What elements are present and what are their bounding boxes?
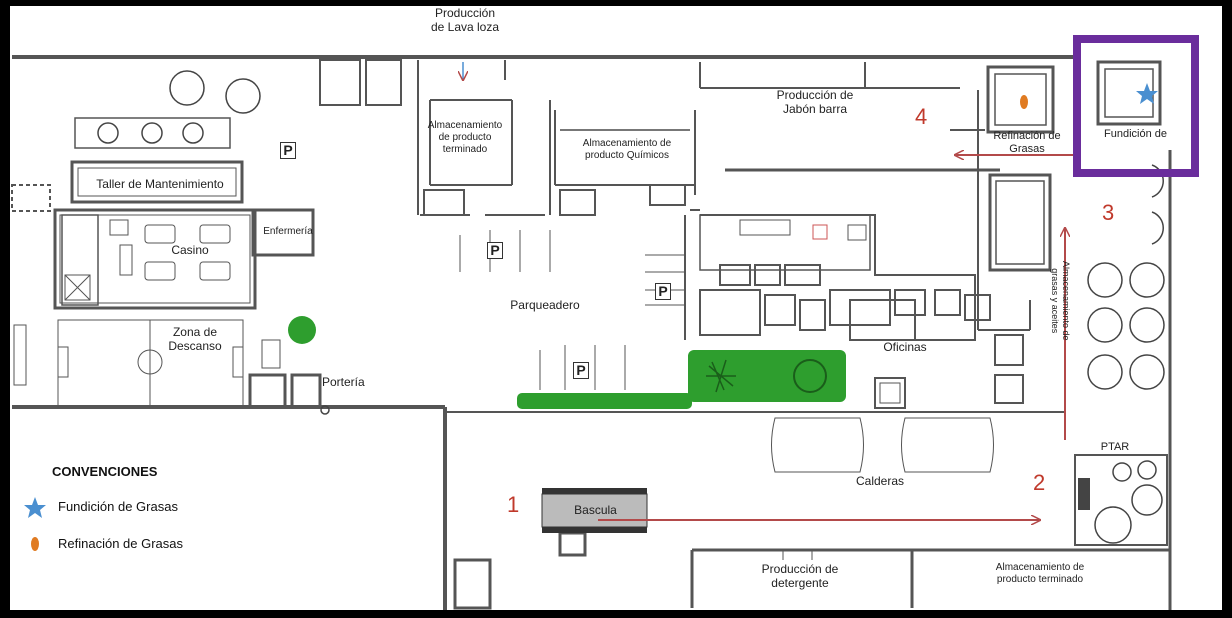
- legend-star-icon: [24, 497, 46, 518]
- legend-title: CONVENCIONES: [52, 464, 158, 479]
- parking-sign: P: [573, 362, 589, 379]
- parking-sign: P: [280, 142, 296, 159]
- parking-sign: P: [655, 283, 671, 300]
- label-detergente: Producción de detergente: [761, 562, 839, 591]
- label-porteria: Portería: [322, 375, 365, 389]
- fundicion-star-icon: [1136, 83, 1158, 104]
- label-almacenamiento-terminado: Almacenamiento de producto terminado: [427, 120, 503, 155]
- step-number-4: 4: [915, 104, 928, 129]
- label-refinacion: Refinación de Grasas: [993, 130, 1061, 156]
- legend-item-refinacion: Refinación de Grasas: [58, 536, 184, 551]
- step-number-1: 1: [507, 492, 520, 517]
- label-almacenamiento-terminado-bottom: Almacenamiento de producto terminado: [995, 562, 1085, 585]
- tanks: [97, 70, 1165, 544]
- label-enfermeria: Enfermería: [263, 226, 313, 237]
- label-bascula: Bascula: [574, 503, 617, 517]
- step-number-2: 2: [1033, 470, 1046, 495]
- label-ptar: PTAR: [1100, 441, 1130, 453]
- flow-arrows: [598, 155, 1073, 520]
- label-casino: Casino: [171, 243, 209, 257]
- refinacion-oval-icon: [1020, 95, 1028, 109]
- walls: [11, 55, 1172, 610]
- label-calderas: Calderas: [855, 474, 905, 488]
- label-fundicion: Fundición de: [1104, 128, 1167, 140]
- label-almacenamiento-quimicos: Almacenamiento de producto Químicos: [582, 138, 672, 161]
- label-taller: Taller de Mantenimiento: [96, 177, 224, 191]
- legend-item-fundicion: Fundición de Grasas: [58, 499, 178, 514]
- step-number-3: 3: [1102, 200, 1115, 225]
- fundicion-highlight: [1073, 35, 1199, 177]
- bascula-scale: [541, 488, 648, 533]
- label-lava-loza: Producción de Lava loza: [430, 6, 500, 35]
- parking-sign: P: [487, 242, 503, 259]
- label-zona-descanso: Zona de Descanso: [168, 325, 222, 354]
- label-almacenamiento-grasas: Almacenamiento de grasas y aceites: [1050, 261, 1071, 341]
- label-parqueadero: Parqueadero: [510, 298, 580, 312]
- greenery: [288, 316, 846, 409]
- label-jabon-barra: Producción de Jabón barra: [776, 88, 854, 117]
- label-oficinas: Oficinas: [883, 340, 927, 354]
- legend-oval-icon: [31, 537, 39, 551]
